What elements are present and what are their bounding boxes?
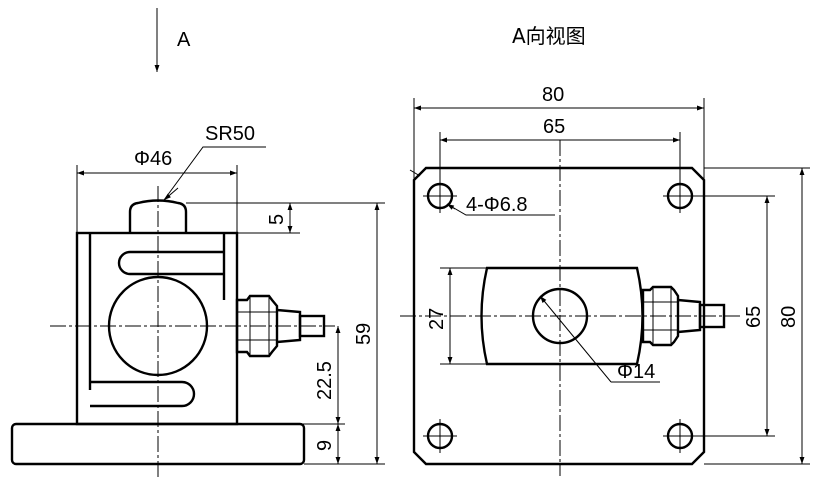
upper-slot: [117, 250, 224, 276]
sensor-outline: [480, 266, 644, 366]
dim-center-height: 22.5: [314, 361, 336, 400]
dim-total-height: 59: [353, 323, 375, 345]
lower-slot: [90, 380, 196, 408]
a-view-dimensions: [409, 98, 810, 465]
dim-overall-height: 80: [778, 306, 800, 328]
dim-hole-spacing-x: 65: [543, 116, 565, 138]
dim-hole-callout: 4-Φ6.8: [466, 194, 528, 216]
mounting-plate: [412, 166, 706, 466]
a-view: [400, 140, 740, 476]
dim-base-thickness: 9: [314, 440, 336, 451]
side-view-dimensions: [76, 146, 385, 465]
dim-slot-height: 27: [426, 308, 448, 330]
dim-hole-spacing-y: 65: [743, 306, 765, 328]
sensor-body: [75, 231, 239, 426]
dim-top-width: Φ46: [134, 148, 172, 170]
view-arrow-label: A: [177, 29, 191, 51]
dim-bore-diameter: Φ14: [617, 361, 655, 383]
view-title: A向视图: [512, 24, 586, 48]
dim-overall-width: 80: [542, 84, 564, 106]
side-view: [10, 186, 335, 478]
dim-sphere-radius: SR50: [205, 123, 255, 145]
dim-dome-height: 5: [266, 214, 288, 225]
